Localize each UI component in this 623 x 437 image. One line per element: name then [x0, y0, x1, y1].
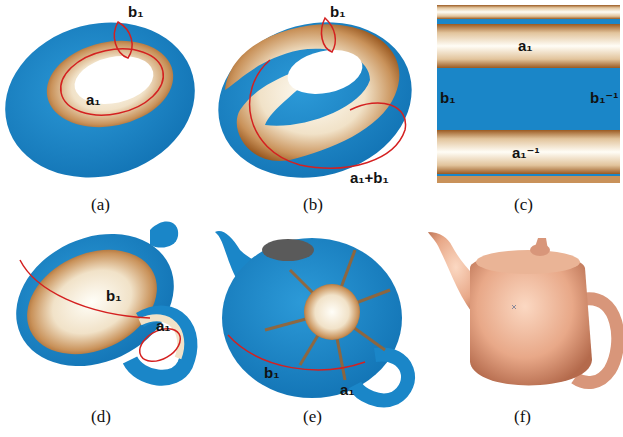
curve-label: b₁ — [264, 365, 279, 380]
curve-label: a₁ — [518, 38, 533, 53]
curve-label: a₁ — [86, 92, 101, 107]
panel-caption: (c) — [514, 196, 533, 213]
curve-label: b₁ — [128, 4, 143, 19]
cut-domain — [437, 5, 620, 183]
curve-label: b₁ — [440, 90, 455, 105]
curve-label: a₁ — [340, 382, 355, 397]
panel-caption: (a) — [91, 196, 110, 213]
panel-caption: (d) — [91, 408, 111, 425]
panel-caption: (e) — [303, 408, 322, 425]
curve-label: b₁ — [330, 4, 345, 19]
curve-label: b₁ — [106, 288, 121, 303]
panel-caption: (b) — [303, 196, 323, 213]
teapot-e — [215, 231, 408, 400]
panel-caption: (f) — [514, 408, 531, 425]
curve-label: a₁+b₁ — [350, 170, 389, 185]
curve-label: a₁ — [156, 318, 171, 333]
torus-a — [0, 2, 212, 199]
curve-label: a₁⁻¹ — [512, 145, 539, 160]
teapot-f — [428, 232, 618, 385]
torus-b — [201, 1, 430, 199]
curve-label: b₁⁻¹ — [590, 90, 618, 105]
teapot-d — [0, 209, 196, 391]
